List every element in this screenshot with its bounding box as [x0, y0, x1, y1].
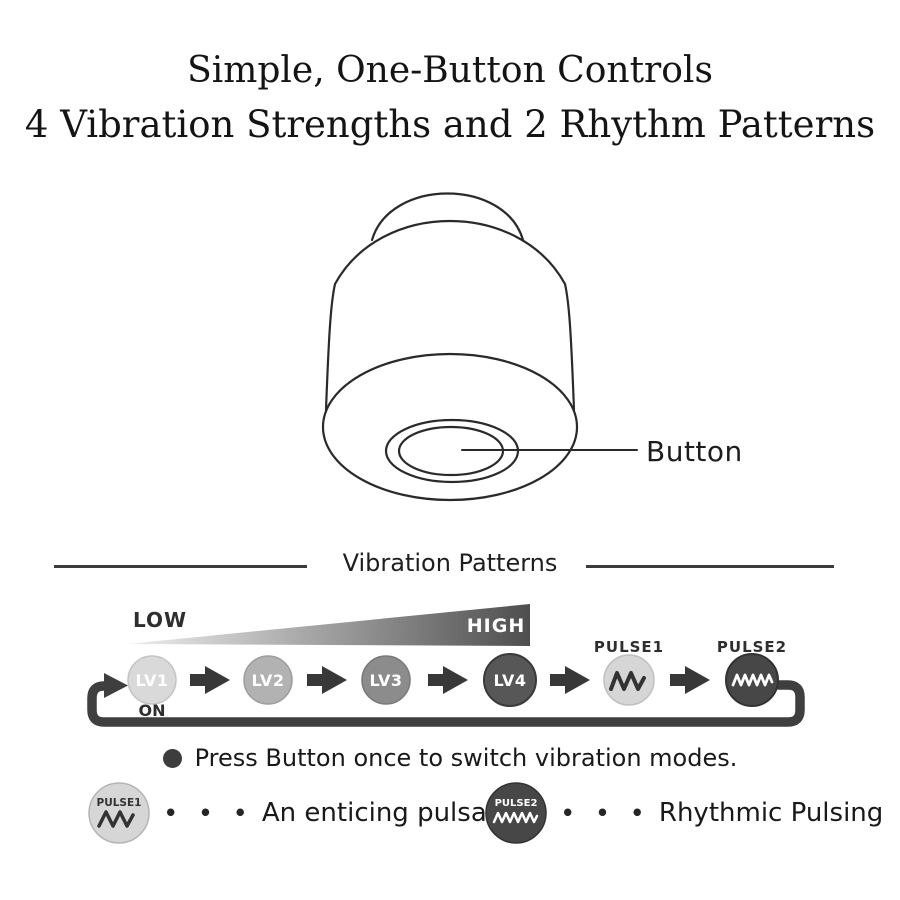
on-label: ON — [139, 701, 166, 720]
button-label: Button — [646, 435, 743, 468]
cycle-loop-line — [87, 680, 805, 727]
title-line-2: 4 Vibration Strengths and 2 Rhythm Patte… — [24, 103, 876, 146]
pulse1-wave-icon — [609, 671, 646, 691]
pulse2-badge-wave-icon — [492, 811, 539, 824]
pulse2-badge: PULSE2 — [485, 782, 547, 844]
legend-dots: • • • — [164, 801, 254, 825]
header-rule-right — [586, 565, 834, 568]
lv3-circle — [361, 655, 411, 705]
arrow-pulse1-pulse2 — [670, 666, 710, 694]
pulse2-description: Rhythmic Pulsing — [658, 798, 884, 828]
arrow-lv4-pulse1 — [550, 666, 590, 694]
device-top-dome-outline — [370, 192, 525, 242]
pulse2-badge-circle — [485, 782, 547, 844]
low-label: LOW — [133, 608, 187, 632]
arrow-lv3-lv4 — [428, 666, 468, 694]
legend-item-pulse2: PULSE2 • • • Rhythmic Pulsing — [483, 779, 883, 847]
lv4-circle — [483, 653, 537, 707]
bullet-icon — [162, 748, 182, 768]
lv2-label: LV2 — [251, 671, 284, 690]
legend-item-pulse1: PULSE1 • • • An enticing pulsation — [86, 779, 537, 847]
press-note: Press Button once to switch vibration mo… — [0, 744, 900, 772]
pulse1-badge-label: PULSE1 — [97, 797, 142, 809]
device-illustration: Button — [321, 192, 743, 502]
pulse2-badge-label: PULSE2 — [495, 798, 538, 809]
arrow-lv2-lv3 — [307, 666, 347, 694]
lv2-circle — [243, 655, 293, 705]
device-body-outline — [324, 220, 576, 412]
arrow-lv1-lv2 — [190, 666, 230, 694]
pulse1-label: PULSE1 — [594, 638, 664, 656]
section-title: Vibration Patterns — [342, 549, 558, 577]
legend-dots: • • • — [561, 801, 651, 825]
lv4-label: LV4 — [493, 671, 526, 690]
high-label: HIGH — [467, 615, 525, 637]
header-rule-left — [54, 565, 307, 568]
pulse2-label: PULSE2 — [717, 638, 787, 656]
press-note-text: Press Button once to switch vibration mo… — [194, 744, 738, 772]
device-bottom-rim — [321, 352, 579, 502]
cycle-loop-arrowhead — [104, 673, 128, 698]
intensity-wedge — [127, 604, 530, 646]
vibration-cycle-diagram: LOW HIGH LV1 ON LV2 LV3 LV4 PULSE1 PULSE… — [87, 604, 805, 727]
pulse1-badge-wave-icon — [97, 810, 135, 828]
title-line-1: Simple, One-Button Controls — [187, 50, 713, 91]
lv1-label: LV1 — [135, 671, 168, 690]
pulse1-badge: PULSE1 — [88, 782, 150, 844]
lv3-label: LV3 — [369, 671, 402, 690]
lv1-circle — [127, 655, 177, 705]
pulse2-wave-icon — [731, 673, 774, 687]
